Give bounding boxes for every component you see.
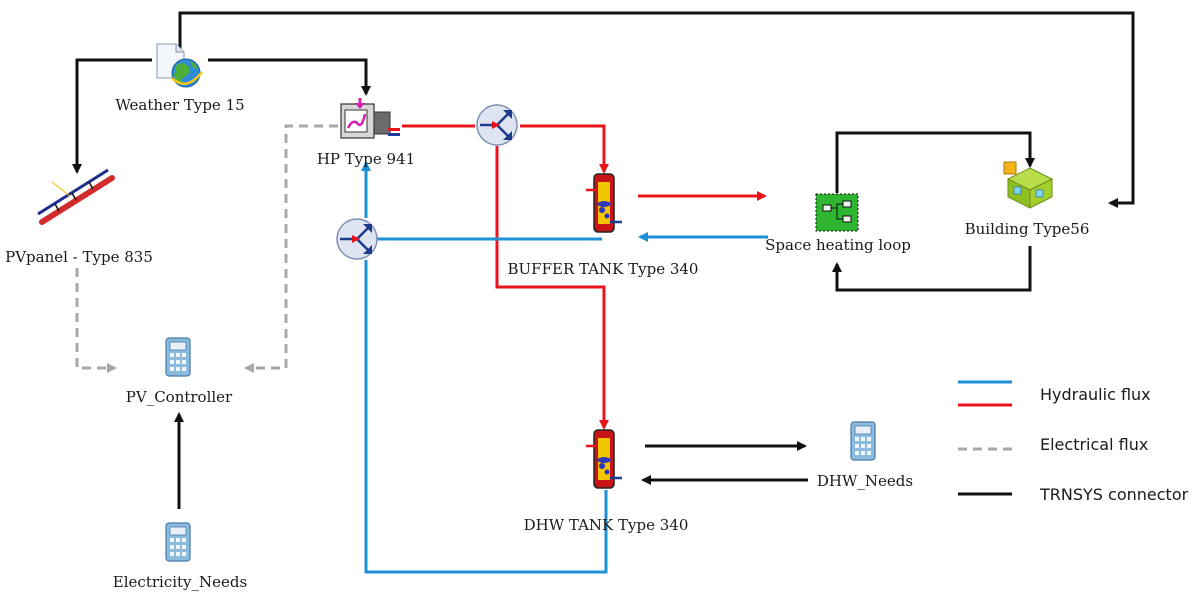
- hp-node[interactable]: HP Type 941: [317, 98, 415, 168]
- dhwneeds-node[interactable]: DHW_Needs: [817, 421, 913, 490]
- legend: Hydraulic flux Electrical flux TRNSYS co…: [958, 380, 1189, 504]
- pvpanel-label: PVpanel - Type 835: [5, 248, 153, 266]
- diverter-top-node[interactable]: [476, 104, 518, 146]
- hydraulic-hot-connectors: [402, 124, 767, 430]
- legend-trnsys-label: TRNSYS connector: [1039, 485, 1189, 504]
- connector-weather-to-hp: [208, 58, 371, 96]
- trnsys-connectors: [72, 11, 1135, 509]
- diverter-icon: [336, 218, 378, 260]
- cold-dhwtank-to-diverter: [364, 260, 608, 574]
- connector-weather-to-building: [178, 11, 1135, 208]
- connector-spaceheat-to-building: [835, 131, 1035, 193]
- weather-node[interactable]: Weather Type 15: [115, 43, 245, 114]
- spaceheat-node[interactable]: Space heating loop: [765, 193, 911, 254]
- dhwneeds-label: DHW_Needs: [817, 472, 913, 490]
- building-icon: [1003, 161, 1054, 209]
- spaceheat-label: Space heating loop: [765, 236, 911, 254]
- weather-label: Weather Type 15: [115, 96, 244, 114]
- electrical-pvpanel-to-pvctrl: [75, 268, 117, 373]
- connector-weather-to-pvpanel: [72, 58, 152, 174]
- elec-label: Electricity_Needs: [113, 573, 247, 591]
- buffer-node[interactable]: BUFFER TANK Type 340: [508, 173, 699, 278]
- calculator-icon: [165, 522, 191, 562]
- building-label: Building Type56: [965, 220, 1090, 238]
- heat-pump-icon: [340, 98, 400, 139]
- connector-building-to-spaceheat: [832, 246, 1032, 292]
- pvctrl-node[interactable]: PV_Controller: [126, 337, 233, 406]
- pvctrl-label: PV_Controller: [126, 388, 233, 406]
- storage-tank-icon: [586, 429, 622, 489]
- diverter-icon: [476, 104, 518, 146]
- electrical-connectors: [75, 124, 338, 373]
- storage-tank-icon: [586, 173, 622, 233]
- legend-hydraulic-label: Hydraulic flux: [1040, 385, 1151, 404]
- elec-node[interactable]: Electricity_Needs: [113, 522, 247, 591]
- hp-label: HP Type 941: [317, 150, 415, 168]
- hot-diverter-to-buffer: [520, 124, 609, 174]
- pv-panel-icon: [37, 168, 115, 225]
- calculator-icon: [850, 421, 876, 461]
- weather-globe-icon: [156, 43, 203, 88]
- electrical-hp-to-pvctrl: [244, 124, 338, 373]
- dhwtank-label: DHW TANK Type 340: [524, 516, 689, 534]
- loop-macro-icon: [815, 193, 859, 232]
- calculator-icon: [165, 337, 191, 377]
- buffer-label: BUFFER TANK Type 340: [508, 260, 699, 278]
- building-node[interactable]: Building Type56: [965, 161, 1090, 238]
- legend-electrical-label: Electrical flux: [1040, 435, 1148, 454]
- hot-diverter-to-dhwtank: [495, 146, 609, 430]
- hydraulic-cold-connectors: [361, 161, 768, 574]
- diverter-left-node[interactable]: [336, 218, 378, 260]
- pvpanel-node[interactable]: PVpanel - Type 835: [5, 168, 153, 266]
- dhwtank-node[interactable]: DHW TANK Type 340: [524, 429, 689, 534]
